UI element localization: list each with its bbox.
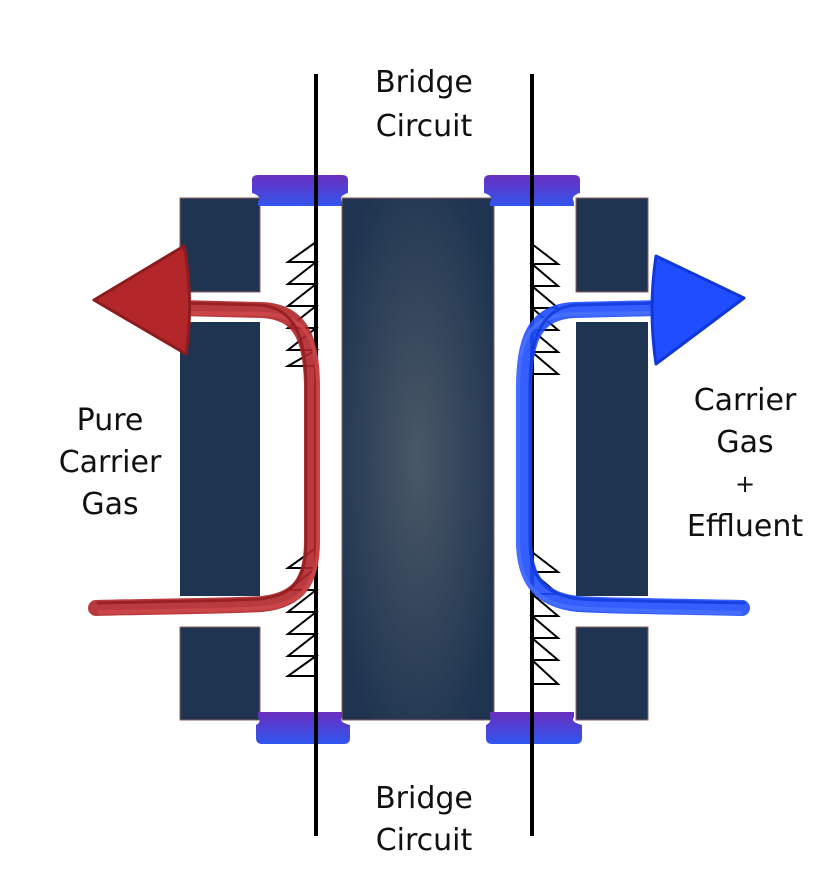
labels: Bridge Circuit Bridge Circuit Pure Carri… xyxy=(59,65,804,858)
right-label-line3: + xyxy=(735,470,755,498)
arrow-stroke-texture xyxy=(98,311,320,614)
left-label-line1: Pure xyxy=(77,403,144,438)
center-block xyxy=(341,197,495,721)
left-label-line2: Carrier xyxy=(59,445,162,480)
sample-flow-arrow xyxy=(516,300,750,616)
reference-flow-arrow xyxy=(88,300,320,616)
right-label-line1: Carrier xyxy=(694,383,797,418)
detector-block xyxy=(179,197,649,721)
reference-arrow-head xyxy=(92,244,192,356)
right-label-line4: Effluent xyxy=(687,509,803,544)
right-outer-wall-middle xyxy=(576,322,648,596)
left-outer-wall-lower xyxy=(179,626,261,721)
bridge-top-label-line1: Bridge xyxy=(375,65,473,100)
left-label-line3: Gas xyxy=(81,487,138,522)
bridge-bottom-label-line1: Bridge xyxy=(375,781,473,816)
left-outer-wall xyxy=(179,197,261,293)
right-outer-wall-lower xyxy=(575,626,649,721)
arrow-stroke-texture xyxy=(528,301,746,605)
bridge-bottom-label-line2: Circuit xyxy=(376,823,473,858)
arrow-icon xyxy=(88,300,320,616)
arrow-icon xyxy=(516,300,750,616)
arrow-stroke-texture xyxy=(516,311,742,615)
right-outer-wall xyxy=(575,197,649,293)
bridge-top-label-line2: Circuit xyxy=(376,109,473,144)
cap-top-left xyxy=(252,175,348,206)
cap-bottom-left xyxy=(256,712,350,744)
left-outer-wall-middle xyxy=(180,322,260,596)
right-label-line2: Gas xyxy=(716,425,773,460)
arrow-stroke-texture xyxy=(96,301,308,605)
sample-arrow-head xyxy=(650,254,746,366)
